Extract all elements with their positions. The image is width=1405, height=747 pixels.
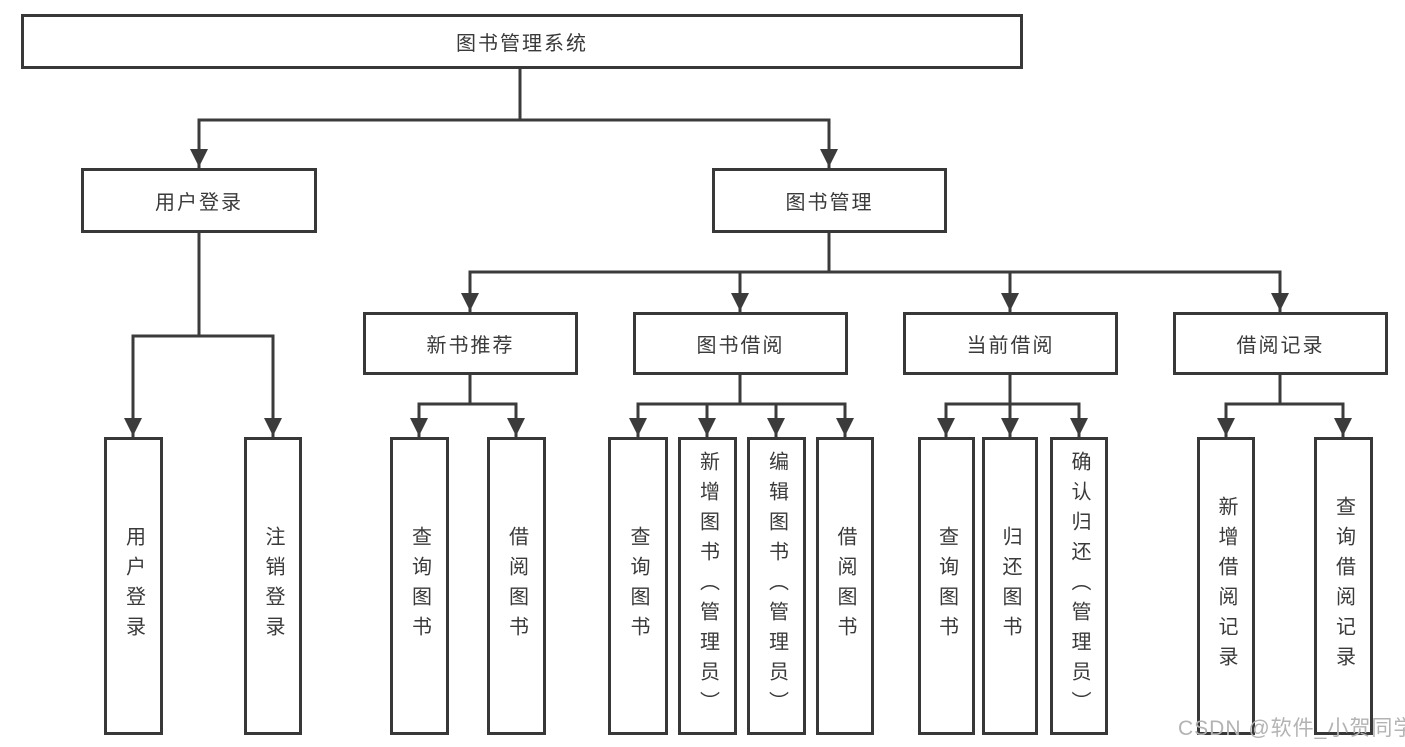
- leaf-label: 编辑图书（管理员）: [765, 451, 788, 721]
- leaf-label: 查询图书: [627, 526, 649, 646]
- leaf-label: 查询图书: [935, 526, 958, 646]
- leaf-label: 注销登录: [262, 526, 284, 646]
- leaf-label: 新增图书（管理员）: [696, 451, 719, 721]
- leaf-current-return-books: 归还图书: [982, 437, 1038, 735]
- leaf-label: 查询图书: [408, 526, 431, 646]
- node-user-login: 用户登录: [81, 168, 317, 233]
- node-current-borrow: 当前借阅: [903, 312, 1118, 375]
- leaf-current-query-books: 查询图书: [918, 437, 975, 735]
- leaf-recommend-borrow-books: 借阅图书: [487, 437, 546, 735]
- leaf-records-add-record: 新增借阅记录: [1197, 437, 1255, 735]
- leaf-records-query-record: 查询借阅记录: [1314, 437, 1373, 735]
- leaf-login-logout: 注销登录: [244, 437, 302, 735]
- leaf-login-user-login: 用户登录: [104, 437, 163, 735]
- leaf-label: 确认归还（管理员）: [1068, 451, 1090, 721]
- leaf-borrow-query-books: 查询图书: [608, 437, 668, 735]
- leaf-label: 借阅图书: [505, 526, 528, 646]
- csdn-watermark: CSDN @软件_小贺同学: [1178, 717, 1405, 740]
- node-borrow-records: 借阅记录: [1173, 312, 1388, 375]
- node-book-borrow: 图书借阅: [633, 312, 848, 375]
- leaf-recommend-query-books: 查询图书: [390, 437, 449, 735]
- leaf-label: 用户登录: [122, 526, 145, 646]
- leaf-borrow-edit-books-admin: 编辑图书（管理员）: [747, 437, 806, 735]
- leaf-current-confirm-return-admin: 确认归还（管理员）: [1050, 437, 1108, 735]
- leaf-borrow-borrow-books: 借阅图书: [816, 437, 874, 735]
- leaf-label: 归还图书: [999, 526, 1021, 646]
- leaf-borrow-add-books-admin: 新增图书（管理员）: [678, 437, 737, 735]
- leaf-label: 查询借阅记录: [1332, 496, 1355, 676]
- node-root-system: 图书管理系统: [21, 14, 1023, 69]
- node-book-management: 图书管理: [712, 168, 947, 233]
- node-new-book-recommend: 新书推荐: [363, 312, 578, 375]
- leaf-label: 新增借阅记录: [1215, 496, 1237, 676]
- leaf-label: 借阅图书: [834, 526, 856, 646]
